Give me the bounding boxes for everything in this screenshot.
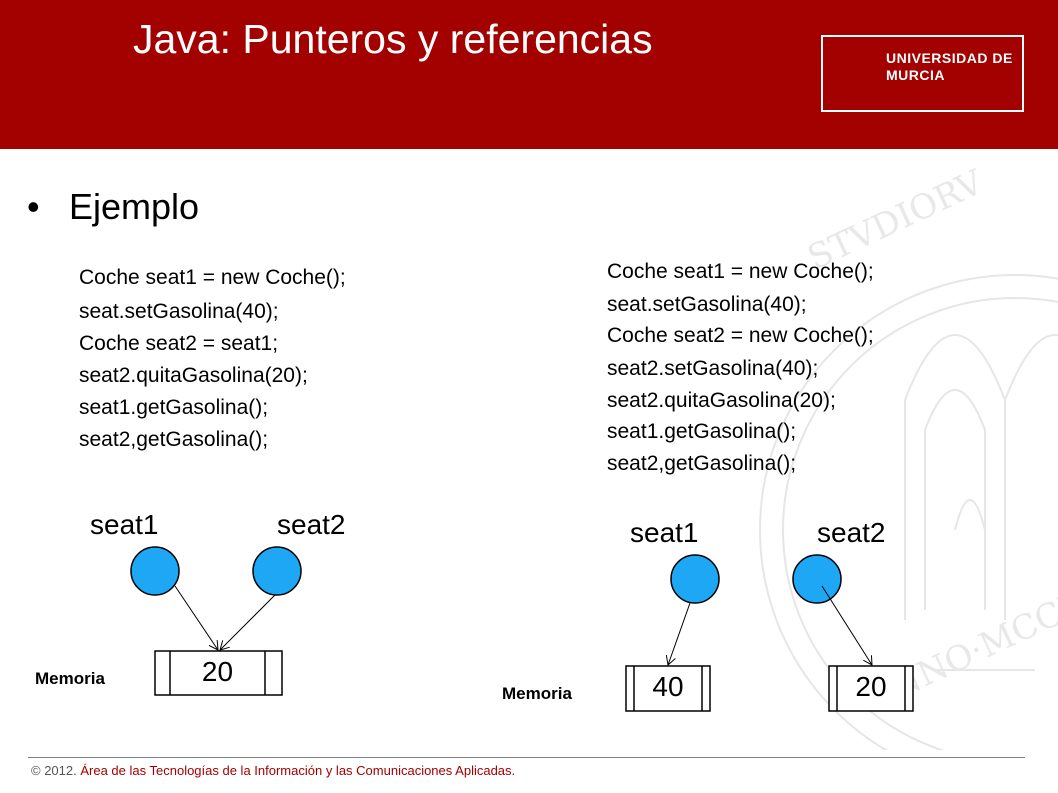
left-code-line-4: seat2.quitaGasolina(20); — [79, 364, 308, 387]
slide-title: Java: Punteros y referencias — [133, 16, 653, 62]
right-code-line-1: Coche seat1 = new Coche(); — [607, 260, 874, 283]
right-memory-label: Memoria — [502, 684, 572, 703]
right-code-line-7: seat2,getGasolina(); — [607, 452, 797, 475]
slide-header: Java: Punteros y referencias UNIVERSIDAD… — [0, 0, 1058, 149]
left-seat2-label: seat2 — [277, 509, 346, 540]
footer-copyright: © 2012. — [31, 763, 77, 778]
logo-line2: MURCIA — [886, 67, 945, 83]
footer-rule — [28, 757, 1025, 758]
left-seat1-label: seat1 — [90, 509, 159, 540]
seal-watermark: STVDIORV ANNO·MCCLX — [759, 162, 1058, 750]
right-seat2-circle — [792, 554, 842, 604]
right-code-line-5: seat2.quitaGasolina(20); — [607, 389, 836, 412]
left-cell-value: 20 — [201, 656, 234, 687]
left-seat1-arrow — [174, 585, 218, 650]
bullet-heading: Ejemplo — [69, 186, 200, 227]
footer: © 2012. Área de las Tecnologías de la In… — [31, 763, 515, 778]
right-seat1-label: seat1 — [630, 517, 699, 548]
right-code-line-3: Coche seat2 = new Coche(); — [607, 324, 874, 347]
footer-area: Área de las Tecnologías de la Informació… — [80, 763, 516, 778]
right-seat1-circle — [670, 554, 720, 604]
left-memory-label: Memoria — [35, 669, 105, 688]
right-cell-value-2: 20 — [855, 671, 887, 702]
right-seat1-arrow — [668, 602, 691, 665]
left-code-line-2: seat.setGasolina(40); — [79, 300, 279, 323]
right-cell-value-1: 40 — [652, 671, 684, 702]
right-memory-cell-2 — [828, 665, 914, 712]
left-memory-cell — [154, 650, 283, 696]
left-code-line-5: seat1.getGasolina(); — [79, 396, 269, 419]
logo-line1: UNIVERSIDAD DE — [886, 50, 1013, 66]
university-logo: UNIVERSIDAD DE MURCIA — [821, 35, 1024, 112]
right-seat2-label: seat2 — [817, 517, 886, 548]
right-code-line-4: seat2.setGasolina(40); — [607, 357, 819, 380]
left-seat2-circle — [252, 546, 302, 596]
right-memory-cell-1 — [625, 665, 711, 712]
right-code-line-2: seat.setGasolina(40); — [607, 293, 807, 316]
left-code-line-1: Coche seat1 = new Coche(); — [79, 266, 346, 289]
left-code-line-6: seat2,getGasolina(); — [79, 428, 269, 451]
left-seat2-arrow — [220, 594, 276, 650]
bullet-dot: • — [27, 186, 40, 227]
right-code-line-6: seat1.getGasolina(); — [607, 420, 797, 443]
left-seat1-circle — [130, 546, 180, 596]
right-seat2-arrow — [821, 585, 872, 665]
left-code-line-3: Coche seat2 = seat1; — [79, 332, 279, 355]
